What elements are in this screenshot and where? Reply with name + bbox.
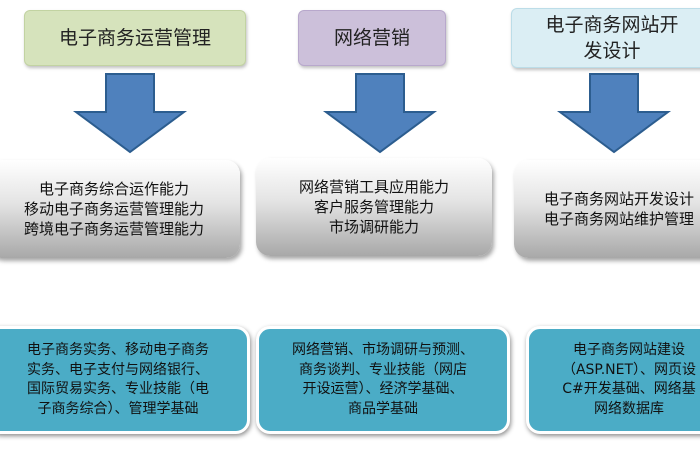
capability-box-website: 电子商务网站开发设计 电子商务网站维护管理 — [514, 160, 700, 258]
capability-line: 电子商务综合运作能力 — [38, 180, 189, 198]
capability-box-marketing: 网络营销工具应用能力 客户服务管理能力 市场调研能力 — [256, 158, 492, 256]
course-box-operations: 电子商务实务、移动电子商务 实务、电子支付与网络银行、 国际贸易实务、专业技能（… — [0, 326, 250, 434]
capability-line: 移动电子商务运营管理能力 — [23, 200, 204, 218]
course-line: 子商务综合）、管理学基础 — [37, 400, 199, 417]
course-line: 商品学基础 — [348, 400, 418, 417]
down-arrow-icon — [322, 73, 438, 154]
course-box-website: 电子商务网站建设 （ASP.NET）、网页设 C#开发基础、网络基 网络数据库 — [526, 326, 700, 434]
capability-line: 跨境电子商务运营管理能力 — [23, 220, 204, 238]
header-label-line-2: 发设计 — [583, 40, 641, 62]
capability-line: 电子商务网站开发设计 — [543, 190, 694, 208]
capability-box-operations: 电子商务综合运作能力 移动电子商务运营管理能力 跨境电子商务运营管理能力 — [0, 160, 240, 258]
capability-line: 电子商务网站维护管理 — [543, 210, 694, 228]
down-arrow-icon — [72, 73, 188, 154]
header-label-line-1: 电子商务网站开 — [545, 14, 679, 36]
course-line: 网络数据库 — [594, 400, 664, 417]
header-label: 网络营销 — [333, 27, 410, 49]
header-website-development: 电子商务网站开 发设计 — [511, 8, 700, 68]
course-box-marketing: 网络营销、市场调研与预测、 商务谈判、专业技能（网店 开设运营）、经济学基础、 … — [256, 326, 510, 434]
course-line: 商务谈判、专业技能（网店 — [299, 361, 467, 378]
course-line: （ASP.NET）、网页设 — [561, 361, 697, 378]
down-arrow-icon — [556, 73, 672, 154]
capability-line: 客户服务管理能力 — [313, 198, 434, 216]
course-line: 电子商务实务、移动电子商务 — [27, 342, 209, 358]
course-line: 电子商务网站建设 — [573, 342, 685, 358]
course-line: 网络营销、市场调研与预测、 — [292, 342, 474, 358]
header-label: 电子商务运营管理 — [58, 27, 211, 49]
capability-line: 网络营销工具应用能力 — [298, 178, 449, 196]
course-line: C#开发基础、网络基 — [562, 381, 696, 397]
capability-line: 市场调研能力 — [328, 218, 419, 236]
header-ecommerce-operations: 电子商务运营管理 — [24, 10, 246, 66]
course-line: 实务、电子支付与网络银行、 — [27, 361, 209, 378]
course-line: 开设运营）、经济学基础、 — [302, 381, 464, 397]
course-line: 国际贸易实务、专业技能（电 — [27, 381, 209, 397]
header-network-marketing: 网络营销 — [298, 10, 446, 66]
